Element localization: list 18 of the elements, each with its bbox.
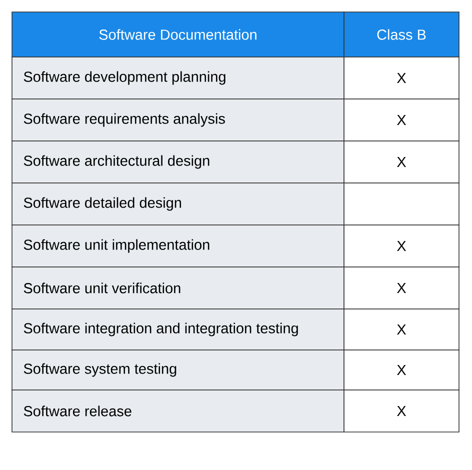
table-cell: X xyxy=(344,308,460,350)
table-cell: X xyxy=(344,390,460,432)
table-cell: X xyxy=(344,224,460,268)
table-cell: Software unit verification xyxy=(12,266,344,310)
table-cell: X xyxy=(344,98,460,142)
table-cell: Software unit implementation xyxy=(12,224,344,268)
table-cell: Software development planning xyxy=(12,56,344,100)
table-cell: X xyxy=(344,56,460,100)
table-cell: Software architectural design xyxy=(12,140,344,184)
table-cell: X xyxy=(344,266,460,310)
table-cell: Software requirements analysis xyxy=(12,98,344,142)
table-cell: Software system testing xyxy=(12,350,344,390)
table-cell: Software integration and integration testing xyxy=(12,308,344,350)
header-cell: Class B xyxy=(344,12,460,58)
table-cell: Software release xyxy=(12,390,344,432)
table-cell: Software detailed design xyxy=(12,182,344,226)
table-cell: X xyxy=(344,140,460,184)
table-cell: X xyxy=(344,350,460,390)
